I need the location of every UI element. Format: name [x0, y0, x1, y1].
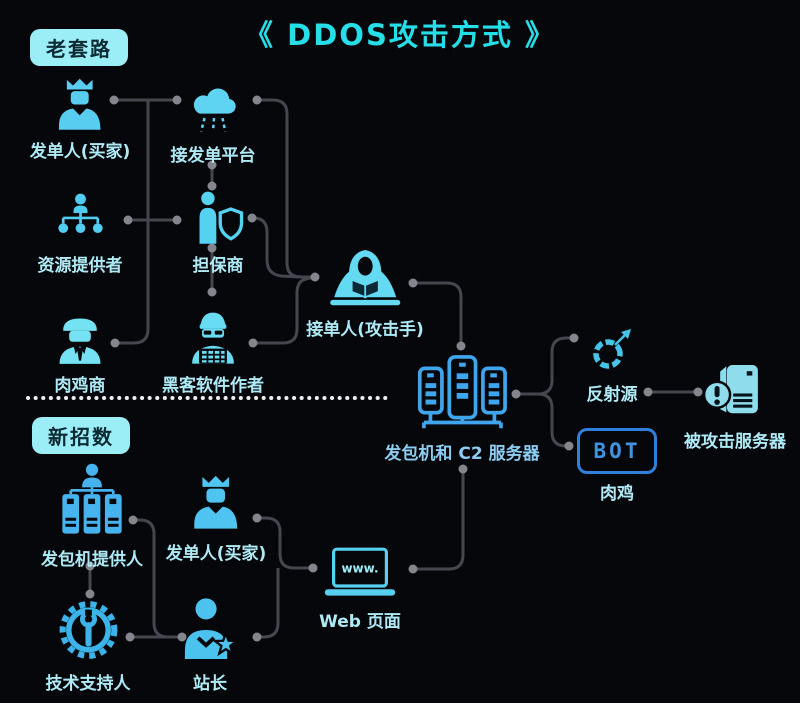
- node-order-placer-top: 发单人(买家): [29, 76, 131, 162]
- badge-old-school: 老套路: [30, 29, 128, 66]
- reflection-source-icon: [593, 329, 631, 369]
- node-reflection-source: 反射源: [586, 325, 638, 405]
- person-star-icon: [184, 598, 240, 660]
- person-servers-icon: [62, 463, 122, 534]
- node-label: 发包机和 C2 服务器: [384, 444, 540, 464]
- hooded-attacker-icon: [329, 250, 401, 306]
- node-dispatch-platform: 接发单平台: [171, 80, 256, 166]
- node-tech-support: 技术支持人: [46, 596, 131, 694]
- bot-text: BOT: [593, 439, 641, 463]
- node-zombie-chicken-seller: 肉鸡商: [51, 312, 109, 396]
- node-hacker-software-author: 黑客软件作者: [162, 308, 264, 396]
- crowned-person-icon: [194, 475, 238, 529]
- node-label: 发单人(买家): [165, 544, 267, 564]
- node-label: 接发单平台: [170, 146, 256, 166]
- bot-box-icon: BOT: [577, 428, 657, 474]
- node-label: 被攻击服务器: [684, 432, 786, 452]
- node-guarantor: 担保商: [188, 190, 248, 276]
- node-label: 肉鸡: [600, 484, 634, 504]
- node-label: 站长: [193, 674, 227, 694]
- node-label: 技术支持人: [45, 674, 131, 694]
- node-label: Web 页面: [319, 612, 401, 632]
- node-packet-sender-provider: 发包机提供人: [41, 462, 143, 570]
- crowned-person-icon: [59, 78, 101, 130]
- person-hat-icon: [59, 318, 101, 364]
- node-label: 资源提供者: [37, 256, 123, 276]
- org-hierarchy-icon: [57, 193, 103, 234]
- node-label: 肉鸡商: [54, 376, 106, 396]
- person-shield-icon: [199, 191, 244, 244]
- node-label: 发包机提供人: [41, 550, 143, 570]
- page-title: 《 DDOS攻击方式 》: [244, 18, 556, 52]
- node-webmaster: 站长: [177, 596, 243, 694]
- node-label: 反射源: [586, 385, 638, 405]
- node-label: 接单人(攻击手): [306, 320, 424, 340]
- hacker-keyboard-icon: [192, 312, 234, 364]
- badge-new-tricks: 新招数: [32, 417, 130, 454]
- cloud-rain-icon: [193, 88, 236, 132]
- node-resource-provider: 资源提供者: [38, 192, 123, 276]
- node-order-taker-attacker: 接单人(攻击手): [306, 246, 424, 340]
- node-packet-sender-c2-server: 发包机和 C2 服务器: [384, 352, 540, 464]
- attacked-server-icon: [702, 363, 758, 415]
- node-label: 担保商: [192, 256, 244, 276]
- laptop-www-icon: www.: [324, 547, 396, 596]
- server-cluster-icon: [417, 355, 507, 429]
- node-web-page: www. Web 页面: [317, 546, 403, 632]
- gear-wrench-icon: [59, 601, 117, 659]
- node-label: 发单人(买家): [29, 142, 131, 162]
- www-text: www.: [341, 561, 378, 575]
- node-label: 黑客软件作者: [162, 376, 264, 396]
- node-order-placer-bottom: 发单人(买家): [165, 470, 267, 564]
- node-bots: BOT 肉鸡: [577, 428, 657, 504]
- node-attacked-server: 被攻击服务器: [684, 360, 786, 452]
